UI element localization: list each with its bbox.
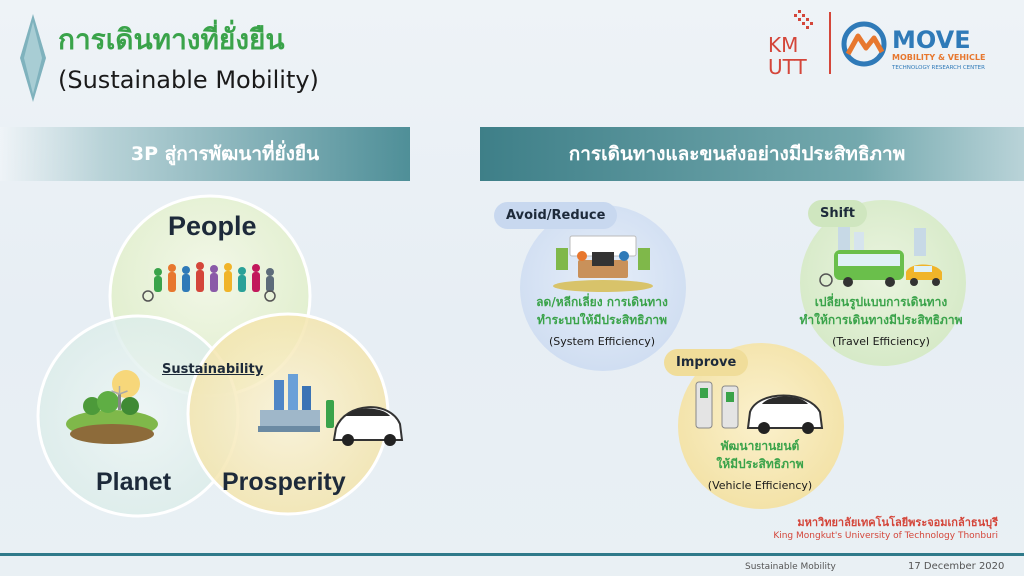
footer-title: Sustainable Mobility bbox=[745, 562, 836, 572]
people-crowd-icon bbox=[142, 262, 276, 302]
move-logo-name: MOVE bbox=[892, 26, 971, 54]
kmutt-logo-line1: KM bbox=[768, 33, 798, 57]
avoid-efficiency: (System Efficiency) bbox=[548, 335, 656, 348]
shift-desc-line1: เปลี่ยนรูปแบบการเดินทาง bbox=[814, 295, 948, 309]
avoid-desc-line1: ลด/หลีกเลี่ยง การเดินทาง bbox=[536, 295, 668, 309]
ev-charging-icon bbox=[695, 381, 824, 434]
footer-date: 17 December 2020 bbox=[908, 561, 1005, 572]
shift-desc-line2: ทำให้การเดินทางมีประสิทธิภาพ bbox=[799, 313, 963, 327]
shift-efficiency: (Travel Efficiency) bbox=[832, 335, 930, 348]
move-logo-sub2: TECHNOLOGY RESEARCH CENTER bbox=[891, 65, 985, 71]
venn-label-planet: Planet bbox=[96, 468, 172, 496]
move-logo-sub1: MOBILITY & VEHICLE bbox=[892, 53, 985, 62]
venn-diagram bbox=[36, 194, 404, 518]
bus-and-taxi-icon bbox=[819, 226, 942, 287]
kmutt-logo-line2: UTT bbox=[768, 55, 808, 76]
move-logo: MOVE MOBILITY & VEHICLE TECHNOLOGY RESEA… bbox=[840, 18, 1000, 76]
banner-efficient-transport: การเดินทางและขนส่งอย่างมีประสิทธิภาพ bbox=[480, 127, 1024, 181]
avoid-desc-line2: ทำระบบให้มีประสิทธิภาพ bbox=[536, 313, 668, 327]
university-name-thai: มหาวิทยาลัยเทคโนโลยีพระจอมเกล้าธนบุรี bbox=[797, 516, 998, 529]
tag-shift: Shift bbox=[808, 200, 867, 227]
venn-label-sustainability: Sustainability bbox=[162, 362, 264, 377]
tag-improve: Improve bbox=[664, 349, 749, 376]
logo-divider bbox=[829, 12, 831, 74]
page-title: การเดินทางที่ยั่งยืน bbox=[58, 23, 285, 56]
title-diamond-icon bbox=[20, 14, 46, 102]
venn-label-prosperity: Prosperity bbox=[222, 468, 346, 496]
page-subtitle: (Sustainable Mobility) bbox=[58, 66, 319, 94]
improve-desc-line1: พัฒนายานยนต์ bbox=[720, 439, 800, 453]
prosperity-city-ev-icon bbox=[258, 374, 404, 446]
kmutt-logo: KM UTT bbox=[766, 8, 826, 79]
improve-efficiency: (Vehicle Efficiency) bbox=[707, 479, 813, 492]
planet-landscape-icon bbox=[66, 370, 158, 444]
footer-divider bbox=[0, 553, 1024, 556]
university-name-english: King Mongkut's University of Technology … bbox=[773, 531, 998, 541]
improve-desc-line2: ให้มีประสิทธิภาพ bbox=[716, 457, 804, 471]
tag-avoid-reduce: Avoid/Reduce bbox=[494, 202, 618, 229]
venn-label-people: People bbox=[168, 211, 257, 241]
remote-work-icon bbox=[553, 235, 653, 292]
banner-3p: 3P สู่การพัฒนาที่ยั่งยืน bbox=[0, 127, 410, 181]
